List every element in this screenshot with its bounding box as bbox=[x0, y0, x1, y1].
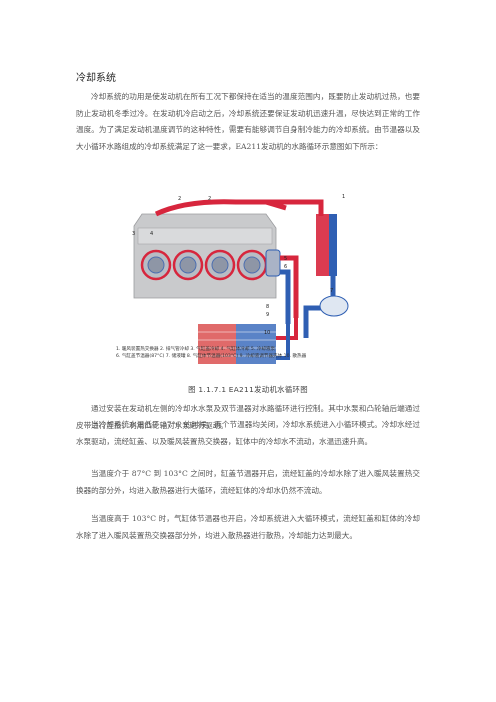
expansion-tank bbox=[319, 295, 349, 317]
callout-4: 4 bbox=[150, 231, 153, 237]
callout-9: 9 bbox=[266, 312, 269, 318]
figure-legend: 1. 暖风装置热交换器 2. 排气管冷却 3. 气缸盖冷却 4. 气缸体冷却 5… bbox=[116, 346, 362, 360]
radiator bbox=[198, 324, 276, 364]
legend-line-2: 6. 气缸盖节温器(87°C) 7. 储液罐 8. 气缸体节温器(103°C) … bbox=[116, 354, 307, 359]
cooling-circuit-diagram: 1 2 2 3 4 5 6 7 8 9 10 bbox=[132, 194, 349, 364]
exhaust-cooling-pipe bbox=[154, 199, 287, 217]
callout-numbers: 1 2 2 3 4 5 6 7 8 9 10 bbox=[132, 194, 345, 336]
callout-2b: 2 bbox=[208, 196, 211, 202]
cylinder-head bbox=[137, 227, 273, 245]
radiator-feed-pipe bbox=[280, 255, 299, 318]
body-paragraph-1: 通过安装在发动机左侧的冷却水水泵及双节温器对水路循环进行控制。其中水泵和凸轮轴后… bbox=[76, 404, 420, 430]
callout-6: 6 bbox=[284, 264, 287, 270]
pump-return-pipe bbox=[280, 269, 291, 324]
cylinders bbox=[140, 249, 268, 281]
radiator-hot-link bbox=[276, 318, 298, 340]
legend-line-1: 1. 暖风装置热交换器 2. 排气管冷却 3. 气缸盖冷却 4. 气缸体冷却 5… bbox=[116, 347, 276, 352]
body-paragraph-4: 当温度高于 103°C 时，气缸体节温器也开启，冷却系统进入大循环模式，流经缸盖… bbox=[76, 514, 420, 540]
heater-return-pipe bbox=[303, 276, 336, 338]
callout-1: 1 bbox=[342, 194, 345, 200]
callout-8: 8 bbox=[266, 304, 269, 310]
figure-caption: 图 1.1.7.1 EA211发动机水循环图 bbox=[0, 384, 496, 395]
heater-core bbox=[316, 214, 329, 276]
radiator-cold-link bbox=[276, 324, 290, 360]
coolant-pump bbox=[265, 249, 281, 277]
body-paragraph-2: 当冷却系统水温低于 87°C 的时候，两个节温器均关闭，冷却水系统进入小循环模式… bbox=[76, 420, 420, 446]
callout-3: 3 bbox=[132, 231, 135, 237]
callout-10: 10 bbox=[264, 330, 270, 336]
callout-5: 5 bbox=[284, 256, 287, 262]
caption-number: 图 1.1.7.1 bbox=[188, 385, 227, 394]
intro-paragraph: 冷却系统的功用是使发动机在所有工况下都保持在适当的温度范围内，既要防止发动机过热… bbox=[76, 92, 420, 151]
body-paragraph-3: 当温度介于 87°C 到 103°C 之间时，缸盖节温器开启，流经缸盖的冷却水除… bbox=[76, 469, 420, 495]
heater-feed-pipe bbox=[236, 199, 324, 216]
callout-2a: 2 bbox=[178, 196, 181, 202]
callout-7: 7 bbox=[330, 288, 333, 294]
caption-text: EA211发动机水循环图 bbox=[228, 385, 308, 394]
section-title: 冷却系统 bbox=[76, 73, 116, 84]
